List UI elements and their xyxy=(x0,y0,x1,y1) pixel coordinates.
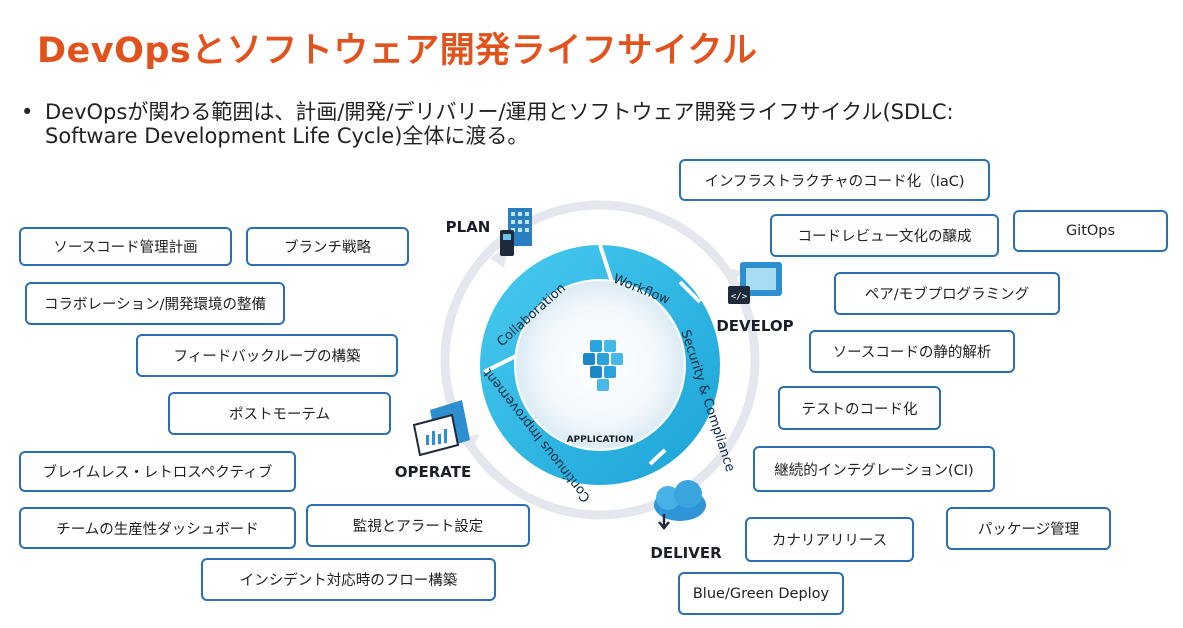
bullet-line-2: Software Development Life Cycle)全体に渡る。 xyxy=(45,124,529,148)
bullet-marker: • xyxy=(21,100,34,124)
box-collab-env: コラボレーション/開発環境の整備 xyxy=(25,282,285,325)
box-incident: インシデント対応時のフロー構築 xyxy=(201,558,496,601)
box-postmortem: ポストモーテム xyxy=(168,392,391,435)
deliver-cloud-icon xyxy=(654,480,706,530)
box-canary: カナリアリリース xyxy=(745,517,914,562)
box-source-plan: ソースコード管理計画 xyxy=(19,227,232,266)
develop-code-icon: </> xyxy=(728,262,782,304)
stage-operate: OPERATE xyxy=(395,463,471,481)
stage-plan: PLAN xyxy=(446,218,491,236)
box-pair: ペア/モブプログラミング xyxy=(834,272,1060,315)
cycle-arrow-develop xyxy=(724,266,742,286)
bullet-text: • DevOpsが関わる範囲は、計画/開発/デリバリー/運用とソフトウェア開発ラ… xyxy=(21,100,1145,148)
box-feedback: フィードバックループの構築 xyxy=(136,334,398,377)
box-gitops: GitOps xyxy=(1013,210,1168,252)
stage-develop: DEVELOP xyxy=(716,317,793,335)
box-package: パッケージ管理 xyxy=(946,507,1111,550)
svg-text:</>: </> xyxy=(731,292,748,302)
box-test: テストのコード化 xyxy=(778,386,941,430)
box-dashboard: チームの生産性ダッシュボード xyxy=(19,507,296,549)
box-review: コードレビュー文化の醸成 xyxy=(770,214,999,257)
box-bluegreen: Blue/Green Deploy xyxy=(678,572,844,615)
box-static: ソースコードの静的解析 xyxy=(809,330,1015,373)
box-ci: 継続的インテグレーション(CI) xyxy=(753,446,995,492)
application-cubes-icon xyxy=(583,340,623,391)
operate-monitor-icon xyxy=(412,400,470,457)
ring-separator xyxy=(598,244,614,283)
box-blameless: ブレイムレス・レトロスペクティブ xyxy=(19,451,296,492)
bullet-line-1: DevOpsが関わる範囲は、計画/開発/デリバリー/運用とソフトウェア開発ライフ… xyxy=(45,100,954,124)
outer-cycle-circle xyxy=(440,200,760,520)
box-monitoring: 監視とアラート設定 xyxy=(306,504,530,547)
stage-deliver: DELIVER xyxy=(650,544,722,562)
ring-separator xyxy=(483,354,517,374)
box-iac: インフラストラクチャのコード化（IaC) xyxy=(679,159,990,201)
box-branch: ブランチ戦略 xyxy=(246,227,409,266)
center-label: APPLICATION xyxy=(567,435,634,445)
ring-separator xyxy=(678,280,702,304)
plan-building-icon xyxy=(500,208,532,256)
page-title: DevOpsとソフトウェア開発ライフサイクル xyxy=(37,31,758,71)
ring-separator xyxy=(648,448,667,466)
